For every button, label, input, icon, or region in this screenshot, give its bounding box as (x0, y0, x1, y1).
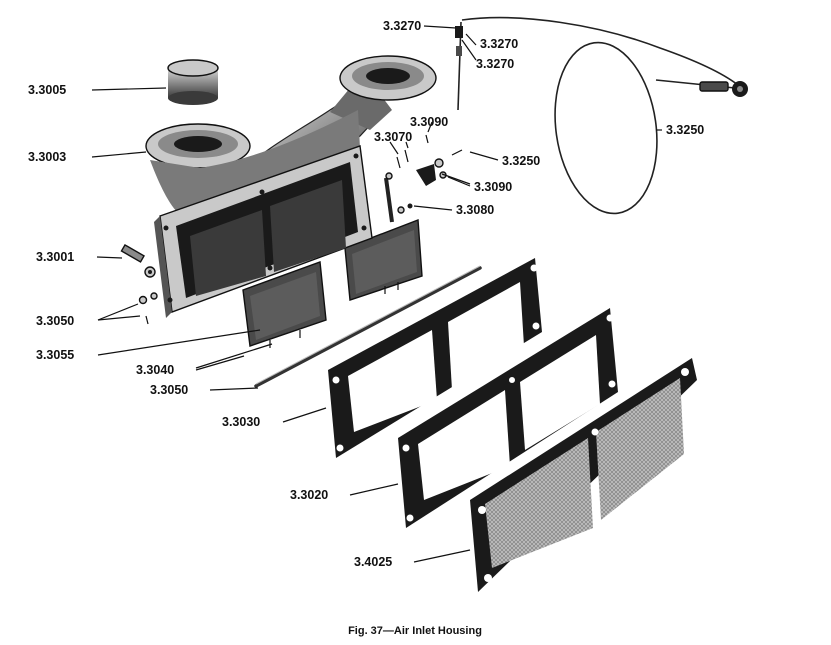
label-3-3040: 3.3040 (136, 363, 174, 377)
figure-caption: Fig. 37—Air Inlet Housing (348, 625, 482, 637)
label-3-3055: 3.3055 (36, 348, 74, 362)
label-3-3090-top: 3.3090 (410, 115, 448, 129)
gasket-3020 (398, 308, 618, 528)
leader-lines (91, 25, 662, 563)
gasket-3030 (328, 258, 542, 458)
label-3-3270-middle: 3.3270 (480, 37, 518, 51)
label-3-3003: 3.3003 (28, 150, 66, 164)
housing-cap (167, 59, 219, 105)
part-labels: 3.3270 3.3270 3.3270 3.3005 3.3003 3.309… (28, 19, 704, 569)
label-3-3030: 3.3030 (222, 415, 260, 429)
label-3-3250-small: 3.3250 (502, 154, 540, 168)
label-3-3050-hardware: 3.3050 (36, 314, 74, 328)
air-inlet-housing (145, 55, 437, 318)
label-3-3001: 3.3001 (36, 250, 74, 264)
label-3-3005: 3.3005 (28, 83, 66, 97)
label-3-3090-lower: 3.3090 (474, 180, 512, 194)
label-3-3080: 3.3080 (456, 203, 494, 217)
label-3-4025: 3.4025 (354, 555, 392, 569)
label-3-3250-cable: 3.3250 (666, 123, 704, 137)
hardware (120, 134, 463, 325)
label-3-3070: 3.3070 (374, 130, 412, 144)
shutter-plates (242, 219, 423, 348)
label-3-3270-lower: 3.3270 (476, 57, 514, 71)
label-3-3050-rod: 3.3050 (150, 383, 188, 397)
control-cable (455, 16, 748, 215)
label-3-3270-top: 3.3270 (383, 19, 421, 33)
screen-assembly (470, 358, 697, 592)
label-3-3020: 3.3020 (290, 488, 328, 502)
shaft-rod (254, 265, 482, 388)
